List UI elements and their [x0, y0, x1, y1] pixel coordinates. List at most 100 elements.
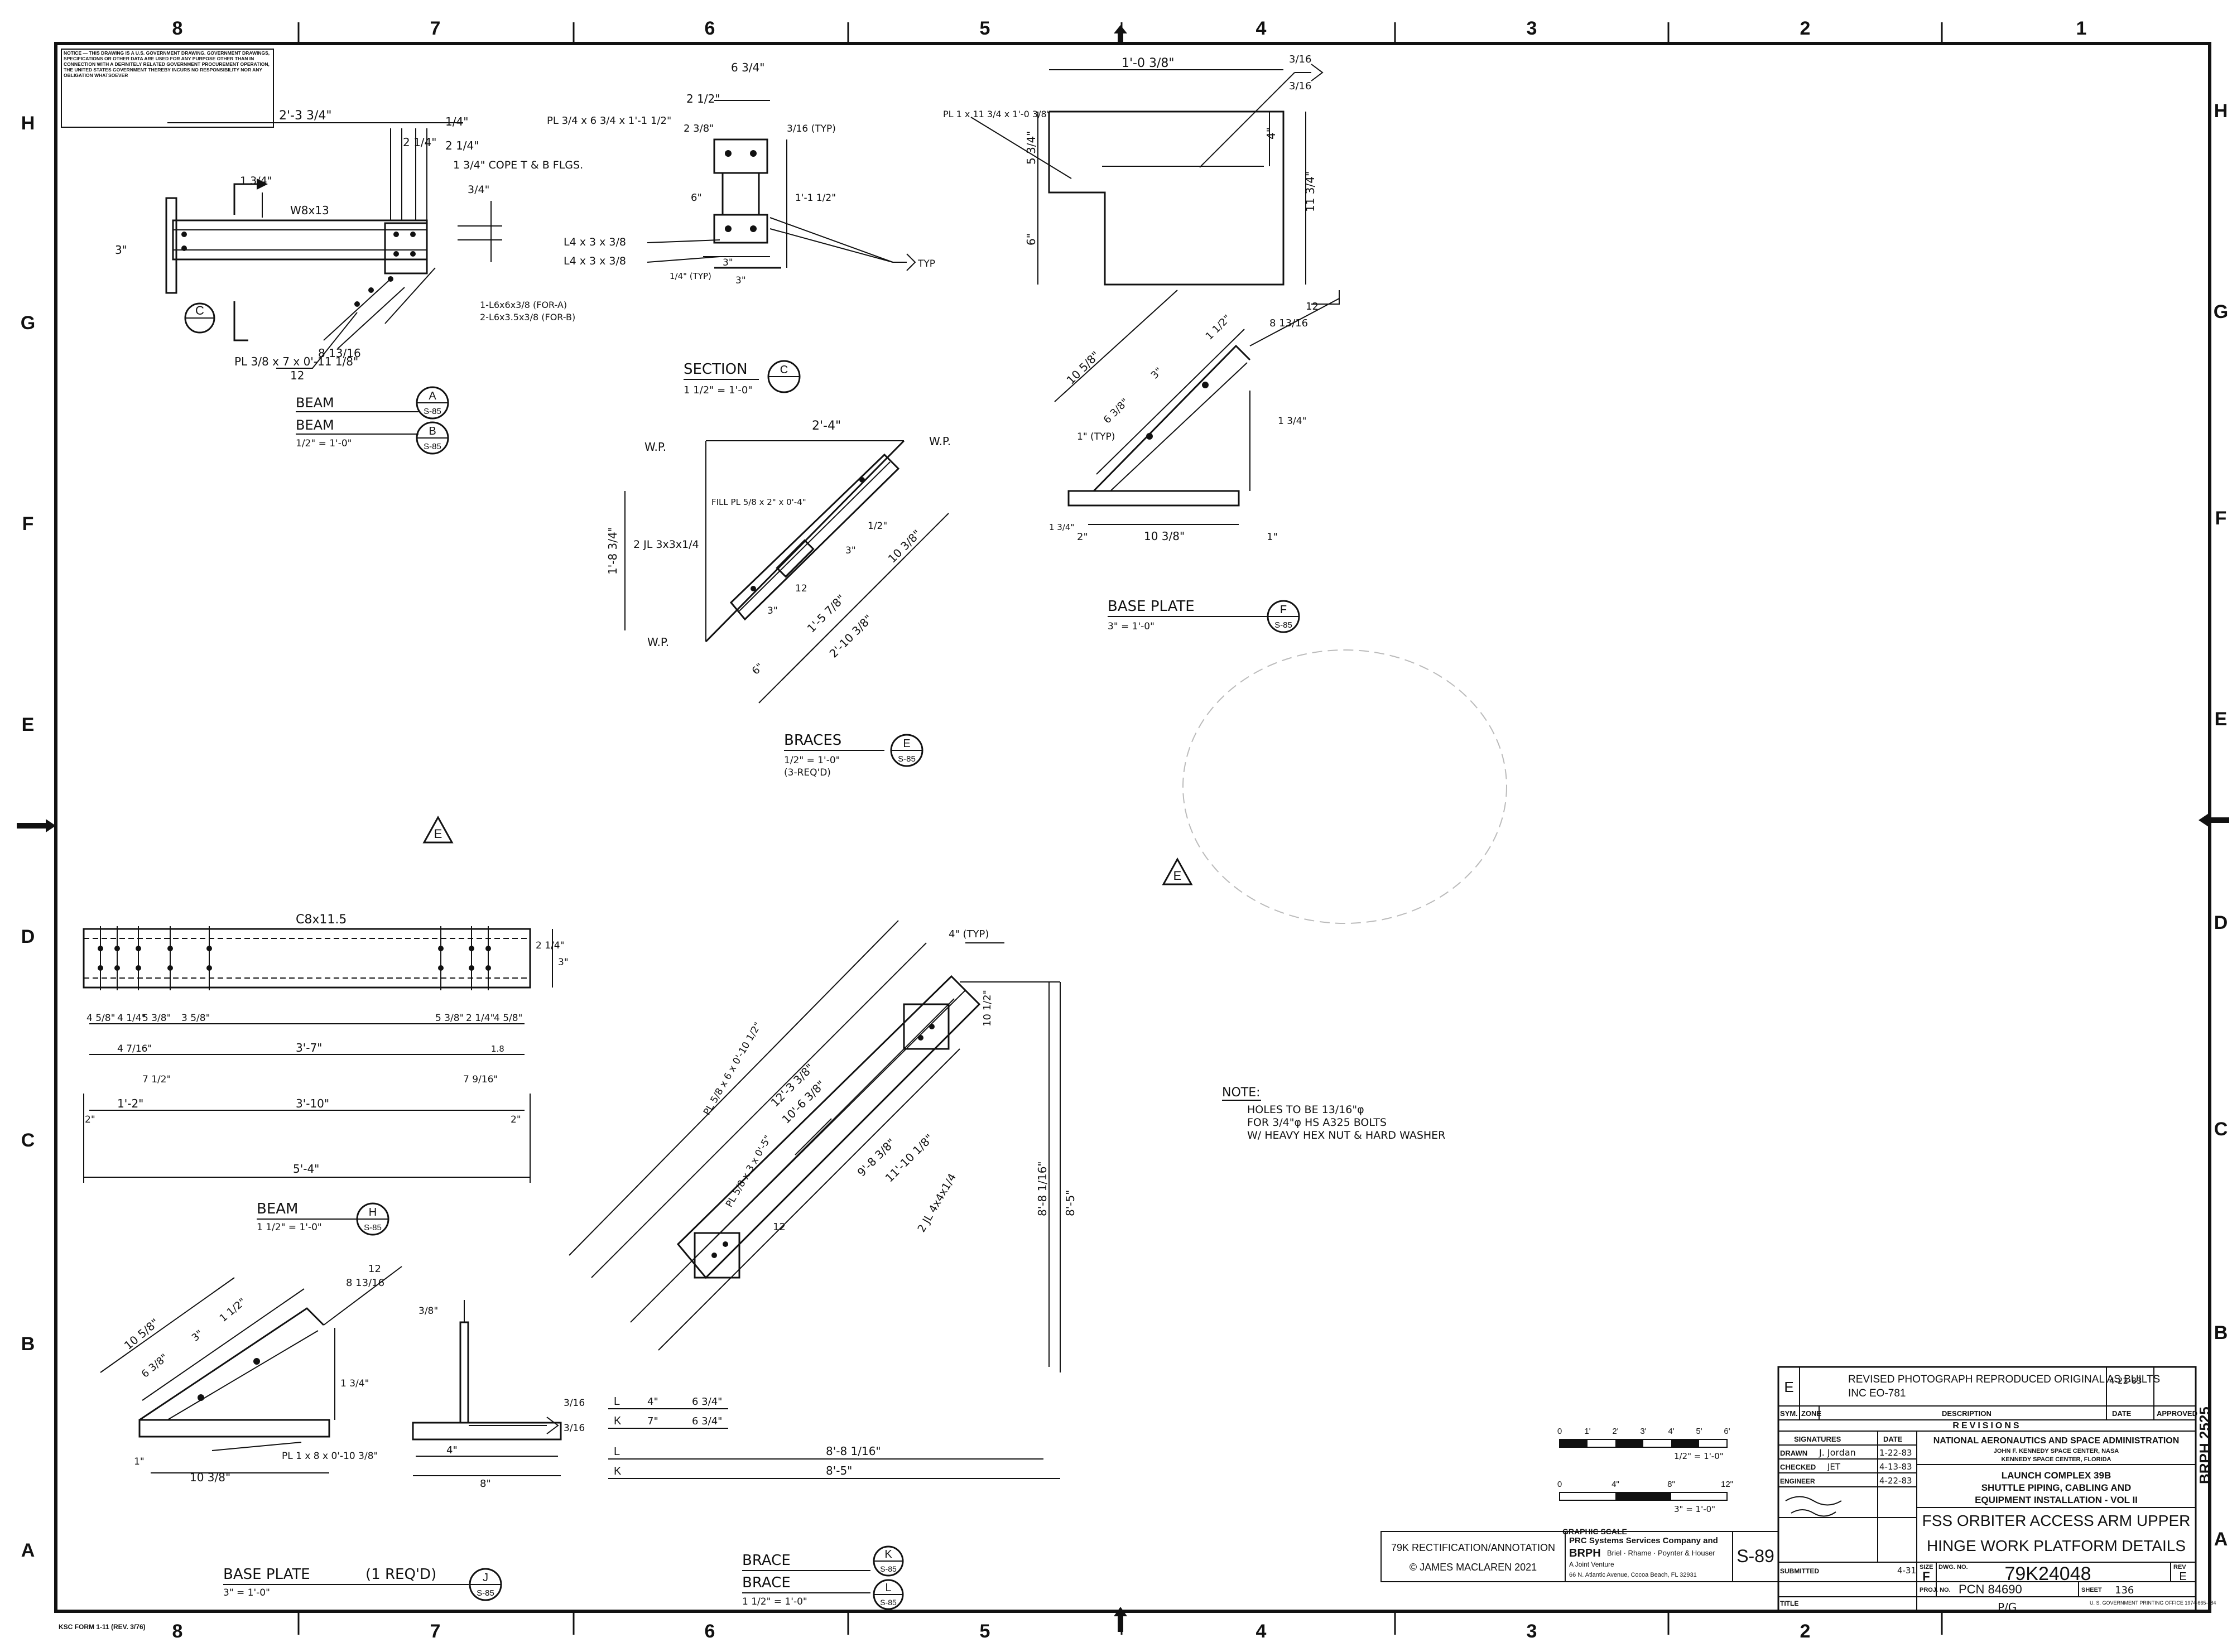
- form-id: KSC FORM 1-11 (REV. 3/76): [59, 1623, 146, 1631]
- svg-text:F: F: [2215, 508, 2227, 529]
- svg-text:4": 4": [1264, 127, 1278, 139]
- svg-text:4-13-83: 4-13-83: [1879, 1462, 1912, 1472]
- title-base-plate-f: BASE PLATE 3" = 1'-0" F S-85: [1108, 598, 1300, 633]
- svg-text:S-85: S-85: [880, 1564, 897, 1573]
- svg-text:3" = 1'-0": 3" = 1'-0": [223, 1587, 270, 1598]
- svg-text:SHEET: SHEET: [2081, 1587, 2102, 1593]
- svg-text:2'-4": 2'-4": [812, 419, 841, 433]
- svg-text:1/4" (TYP): 1/4" (TYP): [670, 271, 711, 281]
- svg-text:(3-REQ'D): (3-REQ'D): [784, 767, 831, 778]
- svg-text:SUBMITTED: SUBMITTED: [1780, 1567, 1819, 1575]
- svg-text:7": 7": [647, 1415, 658, 1427]
- section-e-marker-left: E: [422, 815, 454, 844]
- svg-text:DESCRIPTION: DESCRIPTION: [1942, 1409, 1992, 1418]
- title-section-c: SECTION 1 1/2" = 1'-0" C: [684, 360, 801, 396]
- svg-text:KENNEDY SPACE CENTER, FLORIDA: KENNEDY SPACE CENTER, FLORIDA: [2001, 1456, 2111, 1463]
- svg-text:APPROVED: APPROVED: [2157, 1409, 2197, 1418]
- svg-text:7 9/16": 7 9/16": [463, 1074, 498, 1085]
- svg-text:S-85: S-85: [880, 1598, 897, 1607]
- svg-text:W.P.: W.P.: [647, 635, 669, 649]
- svg-text:5 3/8": 5 3/8": [142, 1013, 171, 1024]
- svg-text:E: E: [1784, 1379, 1793, 1395]
- svg-text:6 3/4": 6 3/4": [731, 61, 764, 74]
- svg-text:1/2" = 1'-0": 1/2" = 1'-0": [296, 438, 352, 449]
- title-beam-h: BEAM 1 1/2" = 1'-0" H S-85: [257, 1201, 389, 1236]
- zone-labels-top: 8 7 6 5 4 3 2 1: [172, 18, 2087, 39]
- svg-text:S-85: S-85: [424, 407, 441, 416]
- svg-text:1.8: 1.8: [491, 1044, 504, 1054]
- svg-text:10 1/2": 10 1/2": [982, 990, 993, 1027]
- plate-label: PL 3/8 x 7 x 0'-11 1/8": [234, 355, 358, 368]
- svg-text:CHECKED: CHECKED: [1780, 1463, 1816, 1471]
- svg-text:W.P.: W.P.: [929, 435, 951, 448]
- svg-text:B: B: [21, 1333, 35, 1355]
- svg-text:1 3/4": 1 3/4": [1049, 522, 1074, 532]
- centering-arrows: [17, 25, 2229, 1632]
- beam-detail-h: C8x11.5 2 1/4" 3" 4 5/8" 4 1/4" 5 3/8" 3…: [83, 913, 569, 1236]
- zone-labels-left: H G F E D C B A: [21, 113, 35, 1561]
- svg-text:3": 3": [723, 257, 733, 268]
- svg-text:2": 2": [511, 1114, 521, 1125]
- svg-text:6 3/4": 6 3/4": [692, 1396, 722, 1408]
- drawing-title-line-2: HINGE WORK PLATFORM DETAILS: [1927, 1537, 2186, 1554]
- svg-text:2: 2: [1800, 18, 1811, 39]
- zone-markers-top: [297, 22, 1943, 1635]
- svg-text:TITLE: TITLE: [1780, 1600, 1798, 1607]
- svg-text:B: B: [429, 425, 436, 437]
- svg-text:D: D: [2214, 912, 2228, 933]
- title-brace-k: BRACE K S-85: [742, 1545, 904, 1577]
- svg-text:S-85: S-85: [898, 754, 916, 764]
- svg-text:PL 3/4 x 6 3/4 x 1'-1 1/2": PL 3/4 x 6 3/4 x 1'-1 1/2": [547, 115, 671, 127]
- beam-detail-a-b: 2'-3 3/4" 1/4" 2 1/4" 2 1/4" 1 3/4" COPE…: [115, 109, 583, 455]
- svg-text:1'-1 1/2": 1'-1 1/2": [795, 192, 836, 204]
- faint-circle-mark: [1182, 649, 1507, 924]
- svg-text:8'-5": 8'-5": [826, 1464, 852, 1477]
- svg-text:5: 5: [980, 18, 990, 39]
- svg-text:8": 8": [1667, 1480, 1675, 1489]
- svg-text:1 1/2" = 1'-0": 1 1/2" = 1'-0": [257, 1222, 322, 1233]
- svg-text:S-85: S-85: [424, 442, 441, 451]
- svg-text:© JAMES MACLAREN 2021: © JAMES MACLAREN 2021: [1410, 1562, 1537, 1573]
- graphic-scale: 0 1' 2' 3' 4' 5' 6' 1/2" = 1'-0" 0 4" 8"…: [1557, 1427, 1733, 1536]
- svg-text:SECTION: SECTION: [684, 361, 748, 378]
- svg-text:H: H: [369, 1206, 377, 1218]
- svg-text:8: 8: [172, 18, 183, 39]
- svg-text:BRACE: BRACE: [742, 1574, 791, 1591]
- svg-text:2 1/4": 2 1/4": [445, 139, 479, 152]
- svg-text:3" = 1'-0": 3" = 1'-0": [1108, 621, 1155, 632]
- svg-text:2-L6x3.5x3/8 (FOR-B): 2-L6x3.5x3/8 (FOR-B): [480, 312, 575, 322]
- svg-text:4-31: 4-31: [1897, 1566, 1916, 1576]
- svg-text:W.P.: W.P.: [644, 440, 666, 454]
- title-block: E REVISED PHOTOGRAPH REPRODUCED ORIGINAL…: [1777, 1366, 2216, 1614]
- svg-text:0: 0: [1557, 1427, 1562, 1436]
- svg-text:3": 3": [115, 243, 127, 257]
- svg-text:6: 6: [705, 18, 715, 39]
- svg-text:3": 3": [558, 957, 569, 968]
- svg-text:8 13/16: 8 13/16: [1269, 317, 1308, 329]
- svg-text:S-89: S-89: [1736, 1546, 1774, 1566]
- svg-text:SIZE: SIZE: [1920, 1564, 1933, 1571]
- svg-text:5 3/8": 5 3/8": [435, 1013, 464, 1024]
- svg-text:1/4": 1/4": [445, 115, 468, 128]
- svg-text:U. S. GOVERNMENT PRINTING OFFI: U. S. GOVERNMENT PRINTING OFFICE 1974-66…: [2090, 1600, 2216, 1606]
- svg-text:REVISIONS: REVISIONS: [1952, 1421, 2021, 1431]
- svg-text:K: K: [614, 1465, 622, 1477]
- svg-text:10 3/8": 10 3/8": [190, 1471, 230, 1484]
- svg-text:SHUTTLE PIPING, CABLING AND: SHUTTLE PIPING, CABLING AND: [1981, 1482, 2132, 1493]
- svg-text:1-L6x6x3/8 (FOR-A): 1-L6x6x3/8 (FOR-A): [480, 300, 567, 310]
- svg-text:1-22-83: 1-22-83: [1879, 1448, 1912, 1458]
- svg-text:ENGINEER: ENGINEER: [1780, 1477, 1815, 1485]
- svg-text:3'-7": 3'-7": [296, 1041, 322, 1054]
- section-c-cut-bubble: C: [184, 302, 215, 334]
- svg-text:1" (TYP): 1" (TYP): [1077, 431, 1115, 442]
- contractor-block: PRC Systems Services Company and BRPH Br…: [1565, 1531, 1733, 1582]
- svg-text:1": 1": [134, 1456, 145, 1467]
- svg-text:1'-0 3/8": 1'-0 3/8": [1122, 56, 1175, 70]
- svg-text:7 1/2": 7 1/2": [142, 1074, 171, 1085]
- svg-text:FOR 3/4"φ HS A325 BOLTS: FOR 3/4"φ HS A325 BOLTS: [1247, 1116, 1387, 1129]
- svg-text:ZONE: ZONE: [1801, 1409, 1821, 1418]
- svg-text:4': 4': [1668, 1427, 1674, 1436]
- svg-text:L: L: [885, 1582, 891, 1594]
- svg-text:4 5/8": 4 5/8": [494, 1013, 522, 1024]
- svg-text:1/2" = 1'-0": 1/2" = 1'-0": [784, 755, 840, 766]
